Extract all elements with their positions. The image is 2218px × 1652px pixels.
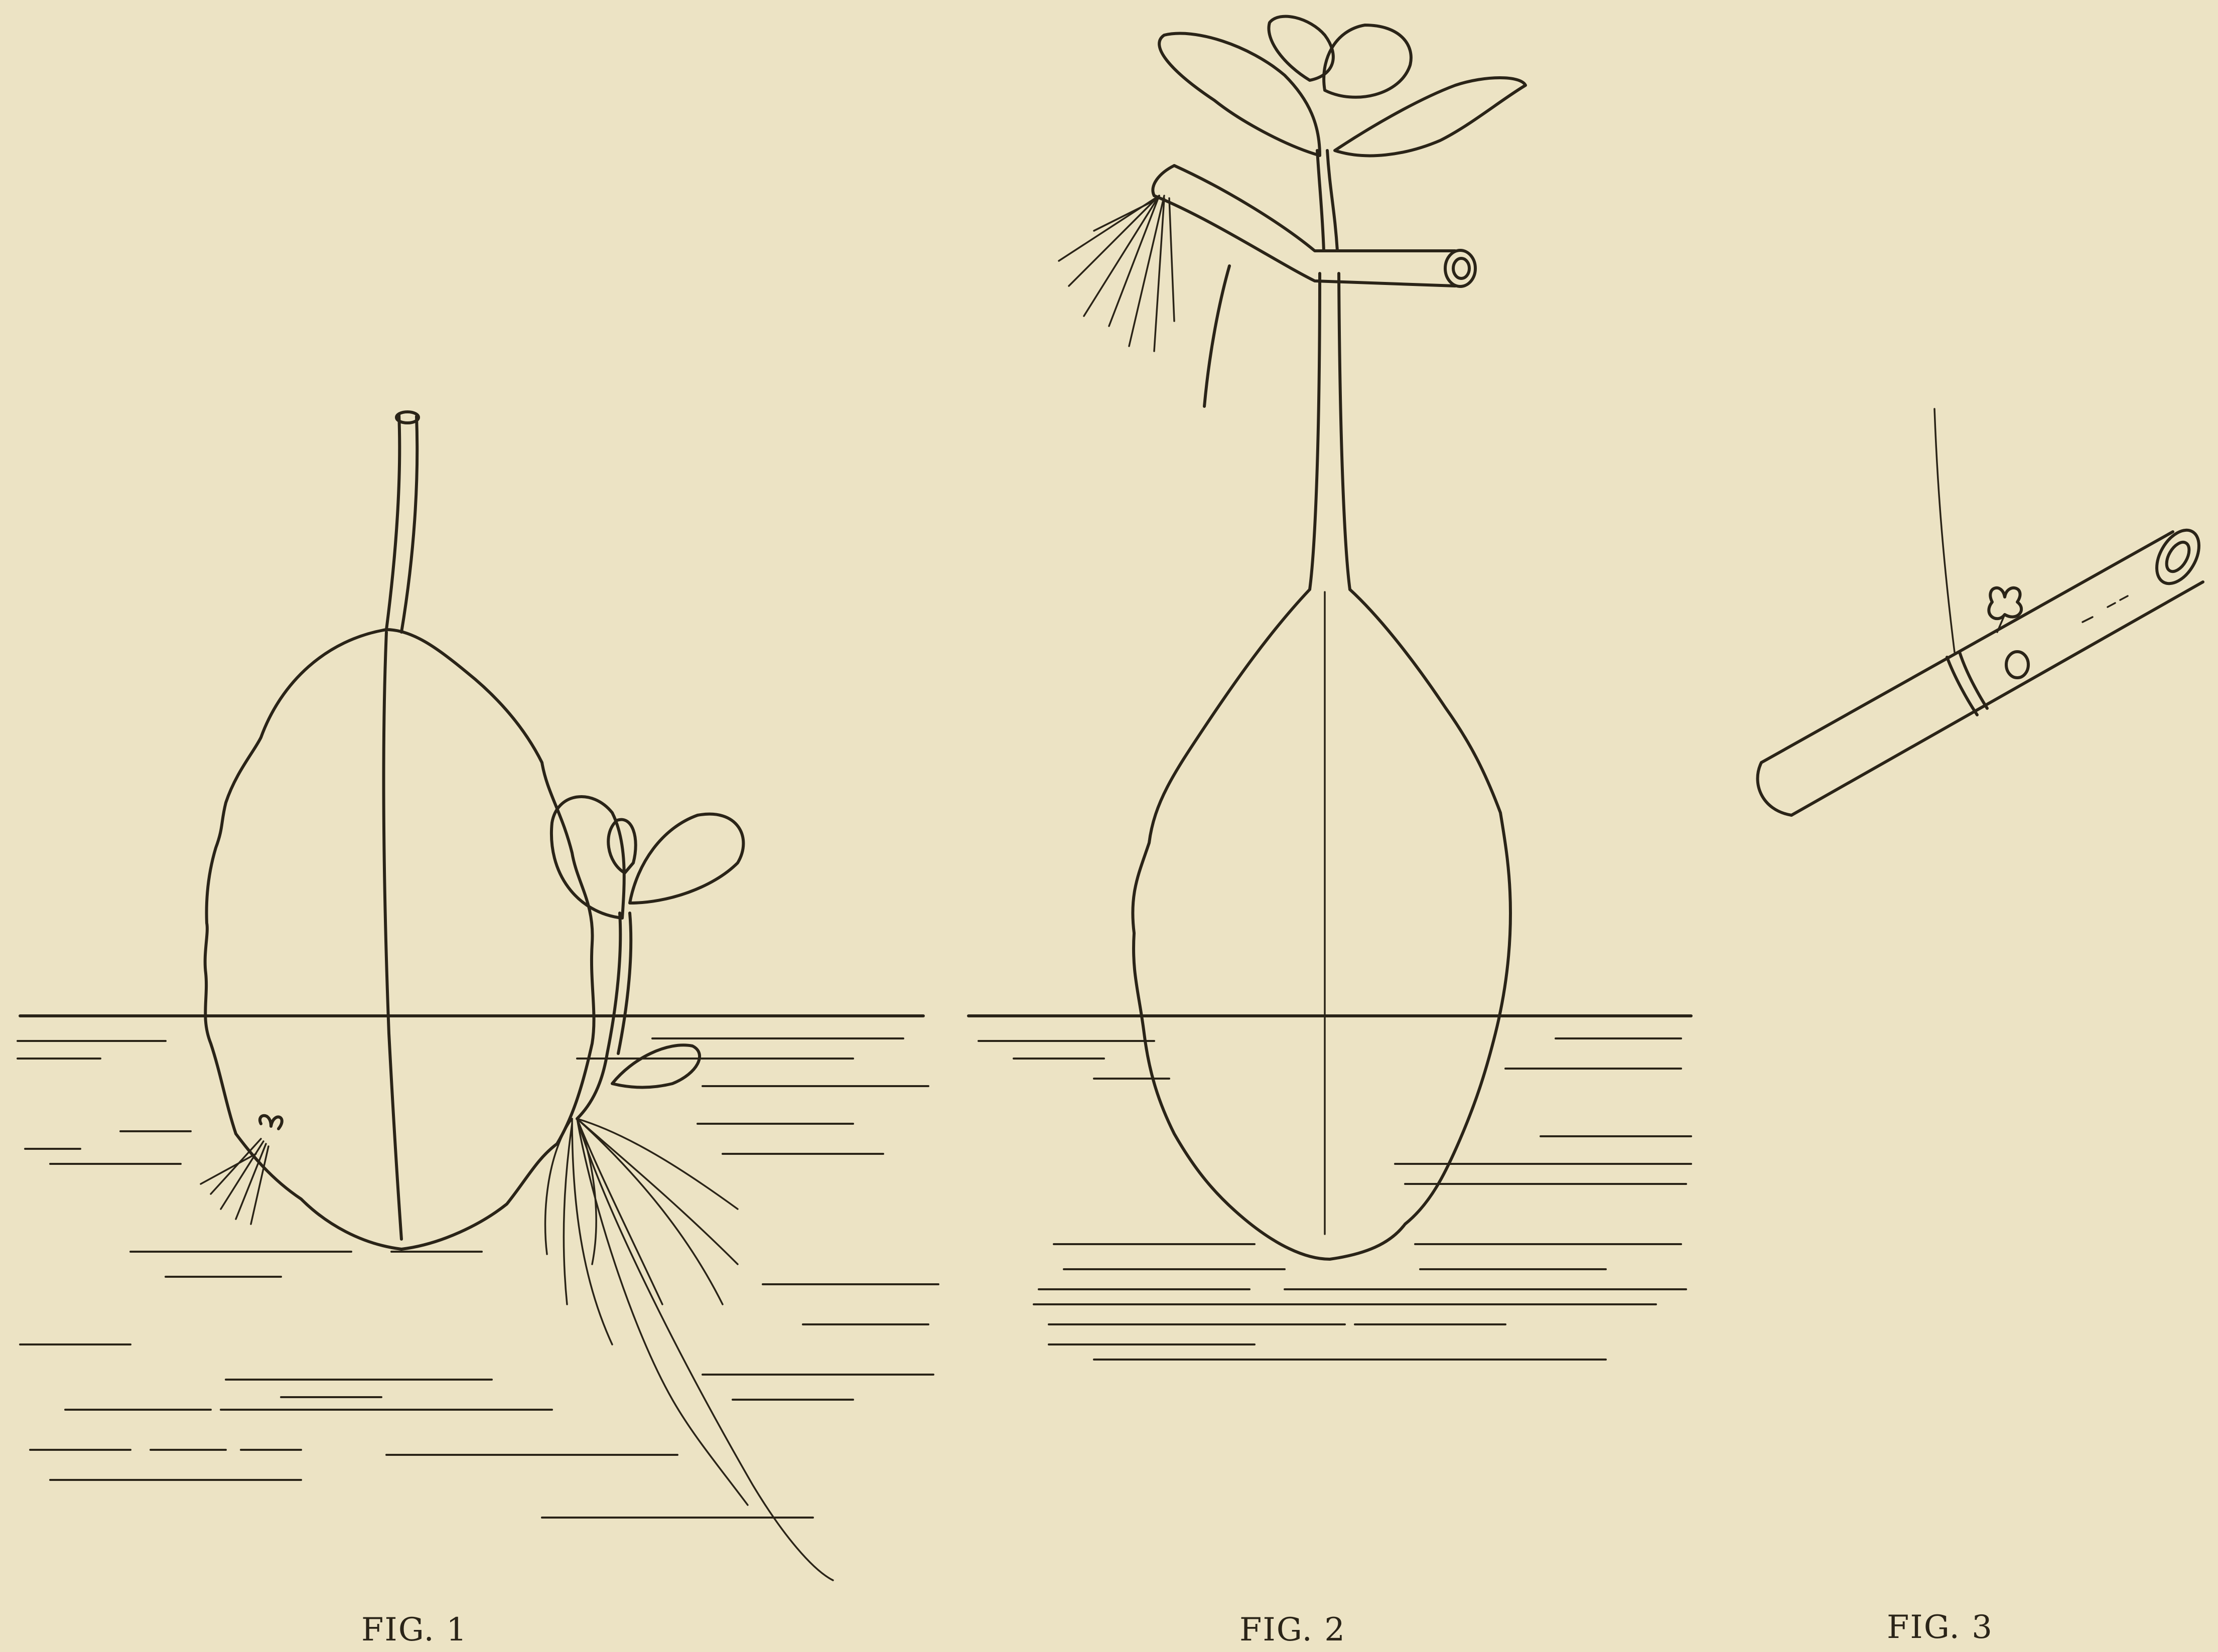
figure-2-leaf: [1133, 589, 1510, 1259]
figure-3: [1758, 409, 2208, 815]
figure-3-stem-tube: [1758, 523, 2208, 815]
figure-1-midrib: [384, 632, 401, 1239]
figure-2: [968, 17, 1691, 1360]
figure-3-thread: [1934, 409, 1955, 652]
figure-1: [18, 412, 938, 1580]
figure-2-water: [968, 1016, 1691, 1360]
figure-1-leaf: [205, 630, 594, 1249]
figure-1-petiole: [386, 414, 417, 632]
figure-1-caption: FIG. 1: [361, 1611, 468, 1648]
figure-2-plantlet: [1159, 17, 1526, 251]
figure-2-roots: [1059, 196, 1229, 406]
figure-3-caption: FIG. 3: [1887, 1609, 1993, 1646]
figure-1-small-bud: [201, 1116, 282, 1224]
figure-1-water: [18, 1016, 938, 1518]
figure-2-stem-cutting: [1153, 166, 1475, 286]
figure-2-caption: FIG. 2: [1239, 1611, 1346, 1648]
figure-2-petiole: [1310, 273, 1350, 589]
figure-1-young-plant: [545, 797, 833, 1580]
